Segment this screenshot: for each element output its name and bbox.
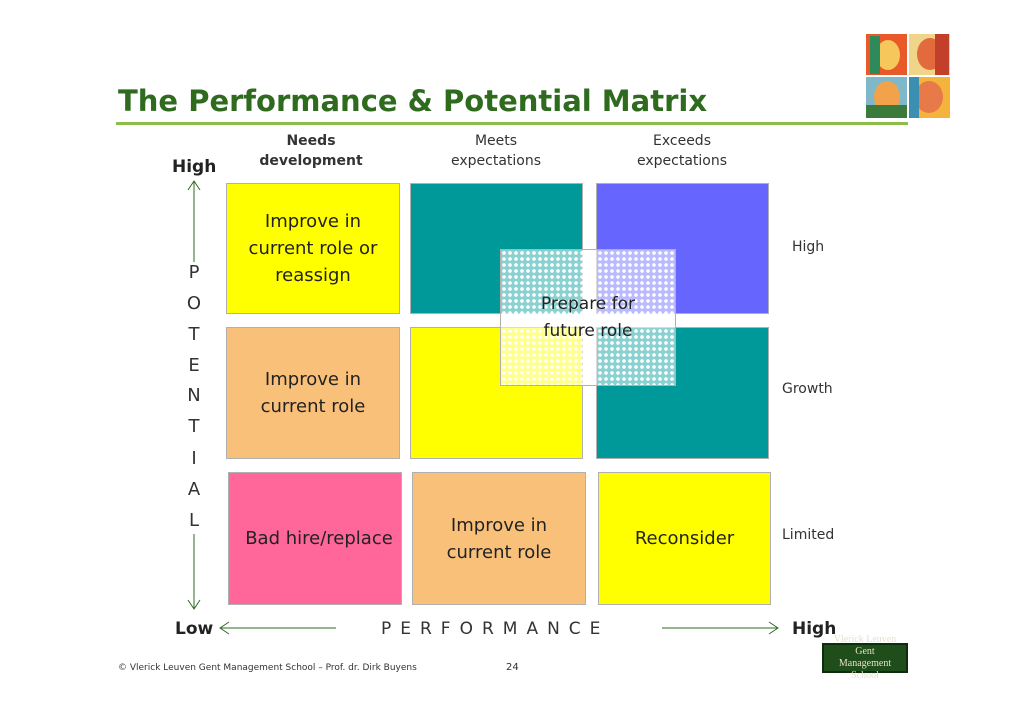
page-number: 24	[506, 662, 519, 673]
cell-text: Improve in current role	[261, 366, 366, 420]
row-label-limited: Limited	[782, 527, 835, 543]
performance-low-label: Low	[175, 619, 214, 639]
cell-text-line: Improve in	[264, 211, 362, 232]
cell-text: Improve in current role or reassign	[249, 208, 378, 289]
potential-letter: I	[191, 448, 197, 469]
overlay-text-line: Prepare for	[540, 293, 636, 314]
potential-high-label: High	[172, 157, 217, 177]
potential-letter: O	[186, 293, 202, 314]
potential-letter: T	[188, 324, 200, 345]
cell-text-line: current role	[260, 396, 366, 417]
column-header-line: Needs	[286, 133, 336, 149]
overlay-text: Prepare for future role	[541, 291, 635, 345]
school-logo: Vlerick Leuven Gent Management School	[822, 634, 908, 681]
cell-text: Improve in current role	[447, 512, 552, 566]
potential-letter: E	[188, 355, 200, 376]
cell-text-line: Improve in	[450, 514, 548, 536]
cell-text-line: current role	[446, 541, 552, 563]
potential-axis-arrow	[187, 180, 201, 610]
art-tile-1	[866, 34, 907, 75]
logo-line: Management School	[838, 658, 892, 681]
column-header-line: expectations	[636, 153, 728, 169]
page-title: The Performance & Potential Matrix	[118, 84, 708, 118]
cell-growth-exceeds-expectations	[596, 327, 769, 459]
performance-right-arrow	[662, 621, 779, 635]
potential-letter: A	[187, 479, 201, 500]
performance-axis-label: PERFORMANCE	[381, 619, 610, 639]
cell-growth-needs-development: Improve in current role	[226, 327, 400, 459]
column-header-line: expectations	[450, 153, 542, 169]
row-label-high: High	[792, 239, 825, 255]
column-header-meets-expectations: Meets expectations	[411, 131, 581, 171]
cell-text-line: reassign	[275, 265, 351, 286]
potential-letter: T	[188, 416, 200, 437]
art-tile-3	[866, 77, 907, 118]
potential-letter: N	[187, 385, 201, 406]
column-header-line: Meets	[474, 133, 518, 149]
decorative-artwork	[866, 34, 950, 118]
art-tile-2	[909, 34, 950, 75]
column-header-exceeds-expectations: Exceeds expectations	[597, 131, 767, 171]
cell-text-line: Improve in	[264, 369, 362, 390]
cell-limited-meets-expectations: Improve in current role	[412, 472, 586, 605]
potential-letter: P	[188, 262, 200, 283]
cell-text: Bad hire/replace	[245, 528, 393, 549]
cell-limited-exceeds-expectations: Reconsider	[598, 472, 771, 605]
cell-limited-needs-development: Bad hire/replace	[228, 472, 402, 605]
overlay-text-line: future role	[543, 320, 633, 341]
cell-text: Reconsider	[634, 528, 735, 549]
logo-line: Vlerick Leuven Gent	[833, 634, 897, 657]
potential-letter: L	[188, 510, 200, 531]
column-header-line: development	[259, 153, 363, 169]
cell-high-needs-development: Improve in current role or reassign	[226, 183, 400, 314]
cell-text-line: current role or	[248, 238, 378, 259]
art-tile-4	[909, 77, 950, 118]
column-header-line: Exceeds	[653, 133, 711, 149]
title-underline	[116, 122, 908, 125]
footer-copyright: © Vlerick Leuven Gent Management School …	[118, 663, 417, 673]
row-label-growth: Growth	[782, 381, 833, 397]
performance-high-label: High	[792, 619, 837, 639]
prepare-future-role-overlay: Prepare for future role	[500, 249, 676, 386]
column-header-needs-development: Needs development	[226, 131, 396, 171]
performance-left-arrow	[219, 621, 336, 635]
